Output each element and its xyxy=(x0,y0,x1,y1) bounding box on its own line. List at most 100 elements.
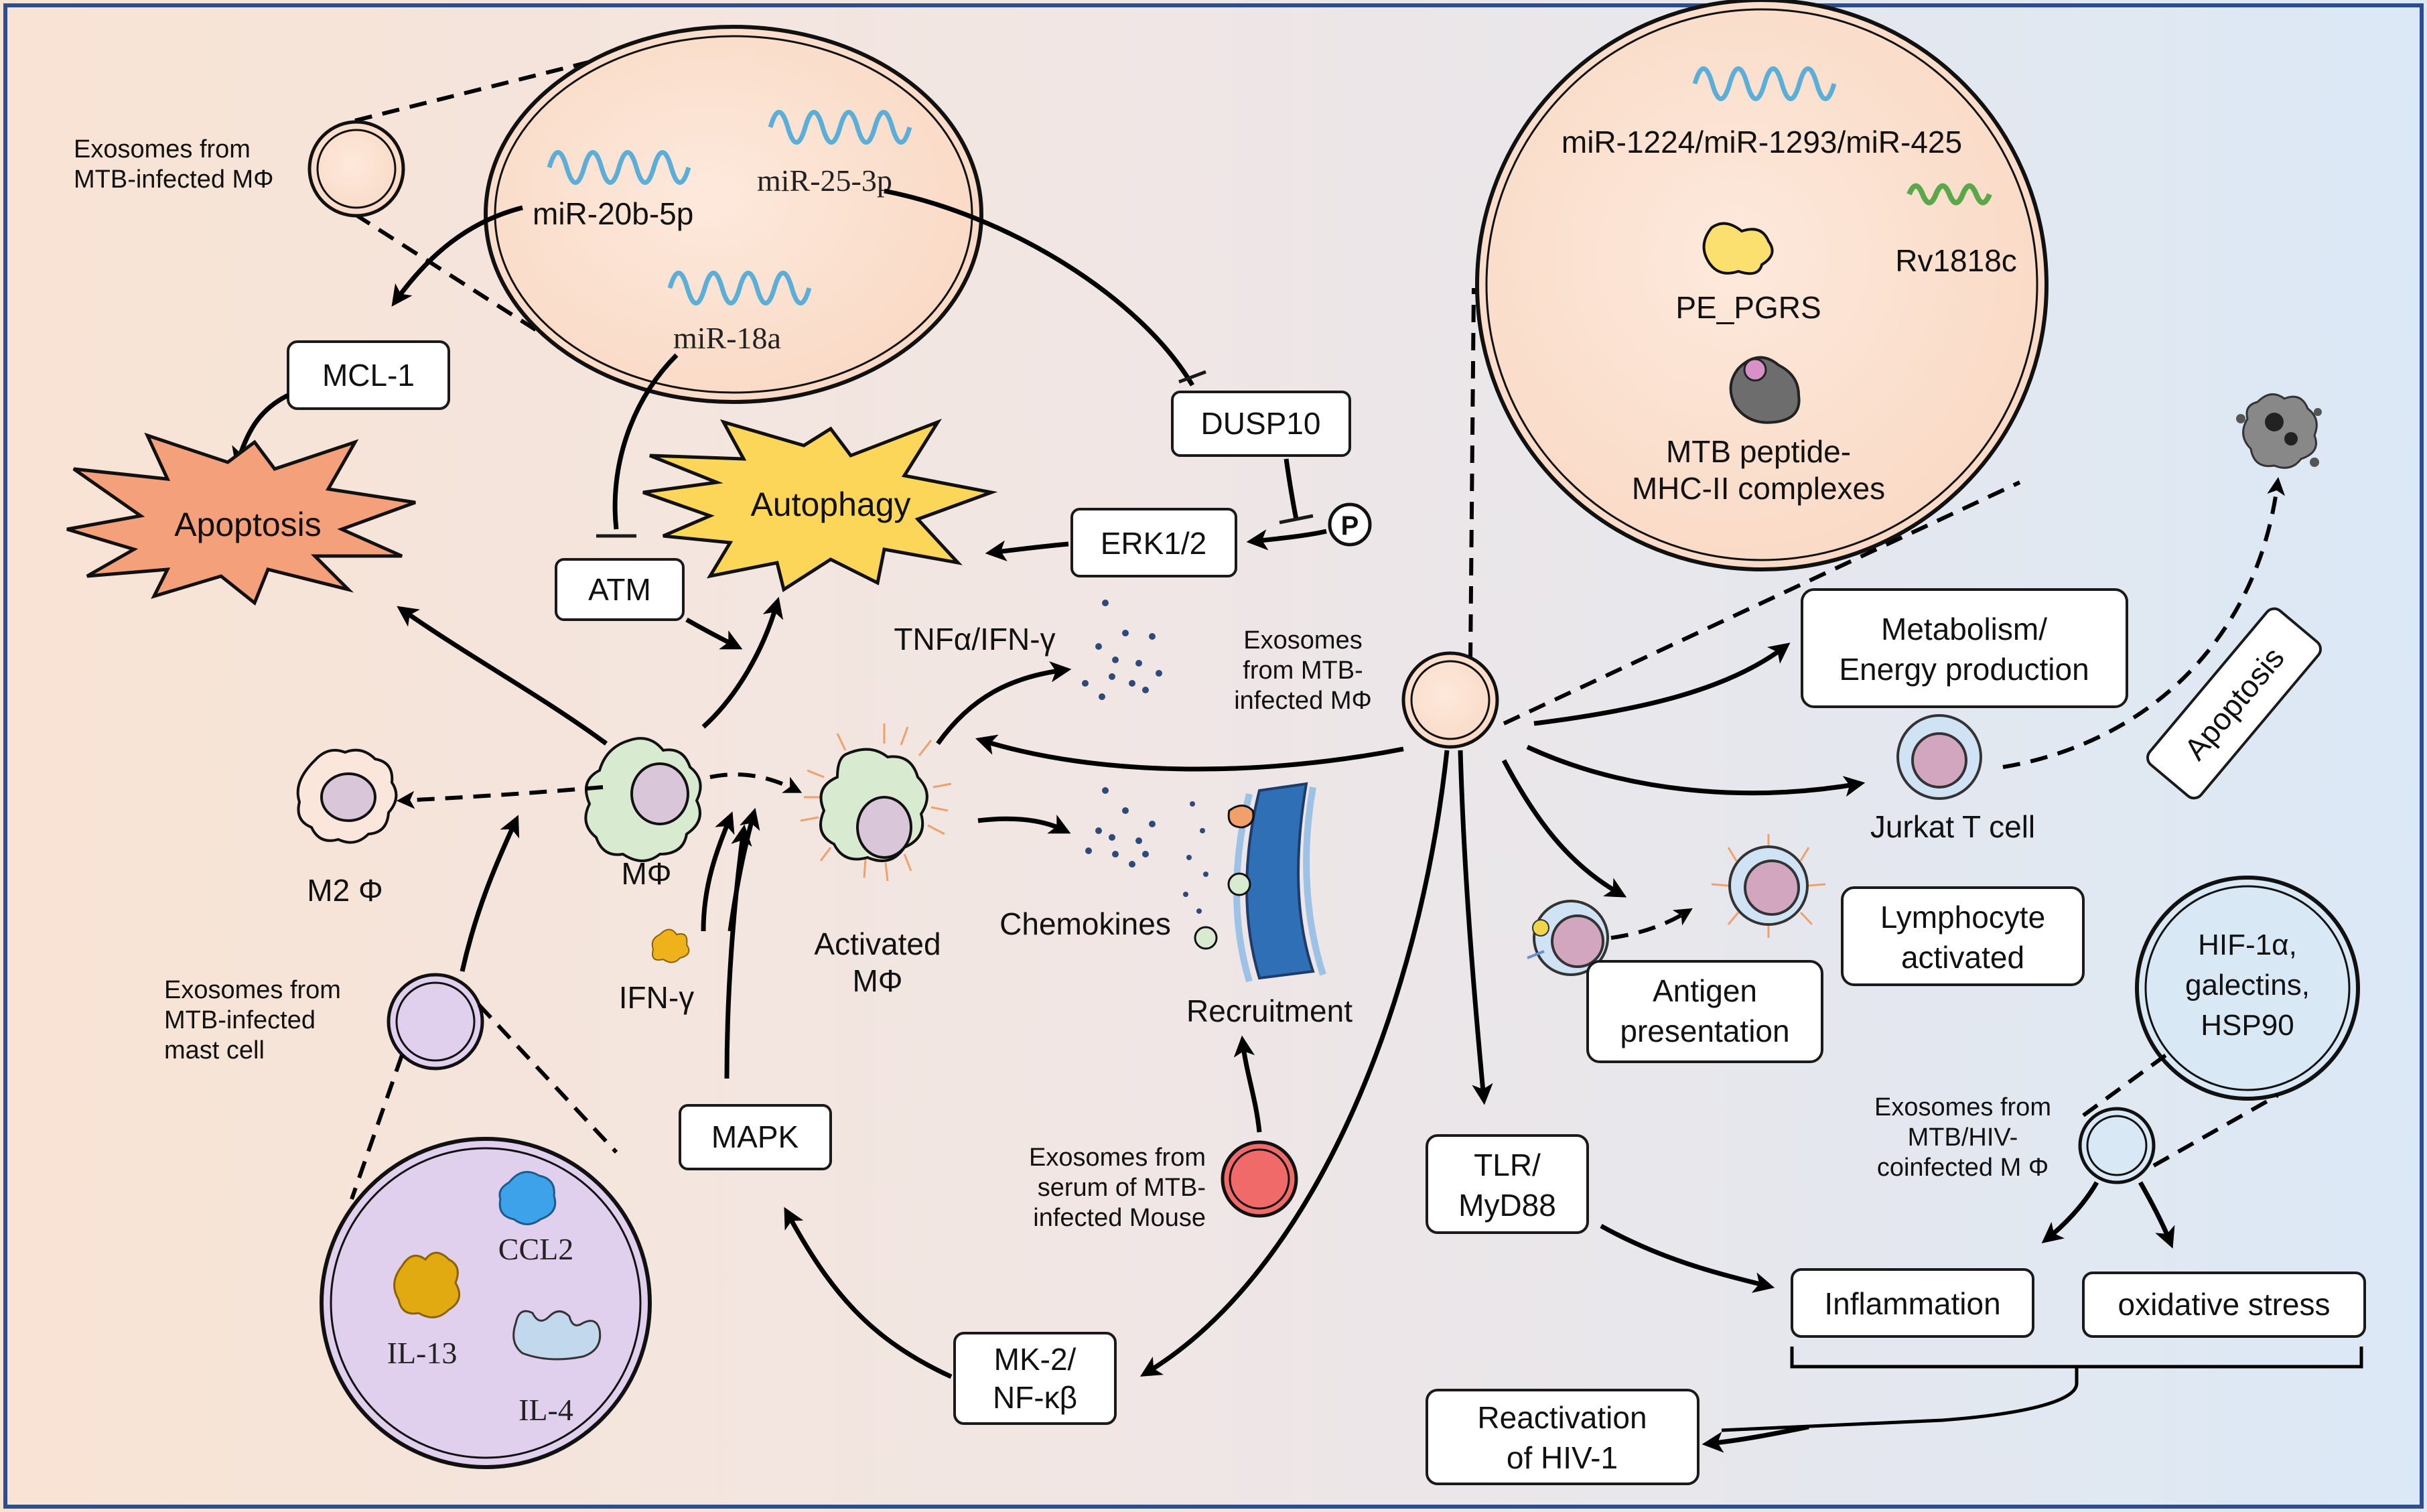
hiv-exosome-icon xyxy=(2078,1107,2156,1184)
il4-icon xyxy=(512,1310,602,1361)
mk2-label-line2: NF-κβ xyxy=(993,1380,1077,1415)
mirna-strand-icon xyxy=(547,150,691,185)
mphi-label: MΦ xyxy=(621,856,671,891)
metabolism-label-line1: Metabolism/ xyxy=(1881,612,2047,646)
center-exosome-icon xyxy=(1401,651,1499,749)
ifng-label: IFN-γ xyxy=(619,980,694,1015)
serum-label-line2: serum of MTB- xyxy=(1038,1174,1206,1202)
phospho-icon xyxy=(1328,502,1372,547)
figure-frame xyxy=(3,3,2424,1509)
reactivation-label-line2: of HIV-1 xyxy=(1507,1440,1618,1475)
exosome-label-line2: MTB-infected MΦ xyxy=(74,165,274,194)
il13-icon xyxy=(393,1251,461,1318)
erk-label: ERK1/2 xyxy=(1101,526,1207,561)
t-cell-icon xyxy=(1896,714,1982,800)
apoptotic-cell-icon xyxy=(2236,393,2322,469)
apoptosis-star xyxy=(66,432,416,606)
activated-macrophage-icon xyxy=(800,724,952,882)
recruitment-label: Recruitment xyxy=(1186,993,1353,1028)
activated-label-line2: MΦ xyxy=(852,963,902,998)
antigen-presenting-cell-icon xyxy=(1527,900,1609,976)
right-mirna-label: miR-1224/miR-1293/miR-425 xyxy=(1562,125,1962,159)
exosome-label-line1: Exosomes from xyxy=(74,135,251,163)
il13-label: IL-13 xyxy=(387,1336,458,1370)
jurkat-label: Jurkat T cell xyxy=(1870,809,2035,844)
center-label-line2: from MTB- xyxy=(1243,657,1363,685)
mapk-label: MAPK xyxy=(711,1119,799,1154)
lymphocyte-label-line2: activated xyxy=(1901,940,2024,975)
mirna-strand-icon xyxy=(1692,66,1837,101)
phospho-label: P xyxy=(1341,511,1359,541)
serum-exosome-icon xyxy=(1221,1140,1298,1218)
chemokine-dots-icon xyxy=(1085,787,1156,868)
hiv-label-line3: coinfected M Φ xyxy=(1877,1154,2049,1182)
ccl2-icon xyxy=(498,1170,557,1225)
mirna-strand-icon xyxy=(768,110,912,145)
serum-label-line1: Exosomes from xyxy=(1029,1144,1206,1172)
rv1818c-label: Rv1818c xyxy=(1895,243,2017,278)
rv1818c-icon xyxy=(1906,183,1992,206)
hif-label-line3: HSP90 xyxy=(2201,1009,2294,1042)
mast-cytokine-exosome xyxy=(320,1137,652,1469)
atm-label: ATM xyxy=(588,572,651,607)
il4-label: IL-4 xyxy=(518,1393,573,1427)
inflammation-box xyxy=(1791,1268,2034,1338)
right-cargo-exosome xyxy=(1475,0,2049,571)
bracket xyxy=(1721,1347,2363,1432)
dusp10-box xyxy=(1171,391,1351,457)
chemokines-label: Chemokines xyxy=(999,906,1171,941)
autophagy-label: Autophagy xyxy=(750,486,910,523)
mapk-box xyxy=(679,1104,832,1170)
oxidative-box xyxy=(2082,1272,2366,1338)
antigen-label-line2: presentation xyxy=(1620,1014,1789,1048)
apoptosis-label: Apoptosis xyxy=(174,506,322,543)
tlr-label-line1: TLR/ xyxy=(1474,1148,1541,1182)
mirna-20b-label: miR-20b-5p xyxy=(533,196,693,231)
mast-label-line2: MTB-infected xyxy=(164,1006,316,1034)
mcl1-label: MCL-1 xyxy=(322,358,415,393)
tlr-label-line2: MyD88 xyxy=(1458,1188,1556,1223)
erk-box xyxy=(1070,508,1237,577)
antigen-label-line1: Antigen xyxy=(1653,973,1757,1008)
lymphocyte-label-line1: Lymphocyte xyxy=(1880,900,2045,935)
m2-label: M2 Φ xyxy=(307,873,383,908)
hif-label-line2: galectins, xyxy=(2185,969,2310,1002)
mast-cell-exosome-icon xyxy=(387,973,484,1071)
dusp10-label: DUSP10 xyxy=(1201,406,1321,441)
reactivation-box xyxy=(1426,1389,1700,1485)
mk2-box xyxy=(953,1332,1117,1425)
mhc-label-line2: MHC-II complexes xyxy=(1632,471,1885,506)
oxidative-label: oxidative stress xyxy=(2118,1287,2330,1322)
small-exosome-mphi-left xyxy=(307,120,405,218)
blood-vessel-icon xyxy=(1183,782,1326,983)
hiv-label-line2: MTB/HIV- xyxy=(1908,1123,2018,1152)
tlr-box xyxy=(1426,1134,1589,1234)
ccl2-label: CCL2 xyxy=(498,1232,573,1266)
metabolism-box xyxy=(1801,588,2128,708)
activated-label-line1: Activated xyxy=(814,926,941,961)
center-label-line3: infected MΦ xyxy=(1234,687,1372,715)
cytokine-dots-icon xyxy=(1082,600,1162,700)
pe-pgrs-icon xyxy=(1702,222,1774,275)
reactivation-label-line1: Reactivation xyxy=(1477,1400,1647,1435)
hif-label-line1: HIF-1α, xyxy=(2198,929,2297,961)
left-exosome-group: Exosomes from MTB-infected MΦ miR-20b-5p… xyxy=(74,25,983,404)
atm-box xyxy=(555,558,685,621)
pe-pgrs-label: PE_PGRS xyxy=(1675,290,1821,325)
mirna-18a-label: miR-18a xyxy=(673,321,781,355)
hiv-label-line1: Exosomes from xyxy=(1874,1093,2051,1121)
serum-label-line3: infected Mouse xyxy=(1033,1204,1206,1232)
mhc-label-line1: MTB peptide- xyxy=(1666,434,1851,469)
mast-label-line1: Exosomes from xyxy=(164,976,341,1004)
tnf-label: TNFα/IFN-γ xyxy=(894,622,1055,657)
mcl1-box xyxy=(287,340,450,410)
autophagy-star xyxy=(642,418,998,592)
mast-label-line3: mast cell xyxy=(164,1036,265,1064)
inflammation-label: Inflammation xyxy=(1824,1286,2000,1321)
center-label-line1: Exosomes xyxy=(1243,626,1362,655)
activated-lymphocyte-icon xyxy=(1711,834,1826,938)
ifn-gamma-blob-icon xyxy=(651,929,690,963)
metabolism-label-line2: Energy production xyxy=(1839,652,2089,687)
mirna-strand-icon xyxy=(667,271,812,305)
